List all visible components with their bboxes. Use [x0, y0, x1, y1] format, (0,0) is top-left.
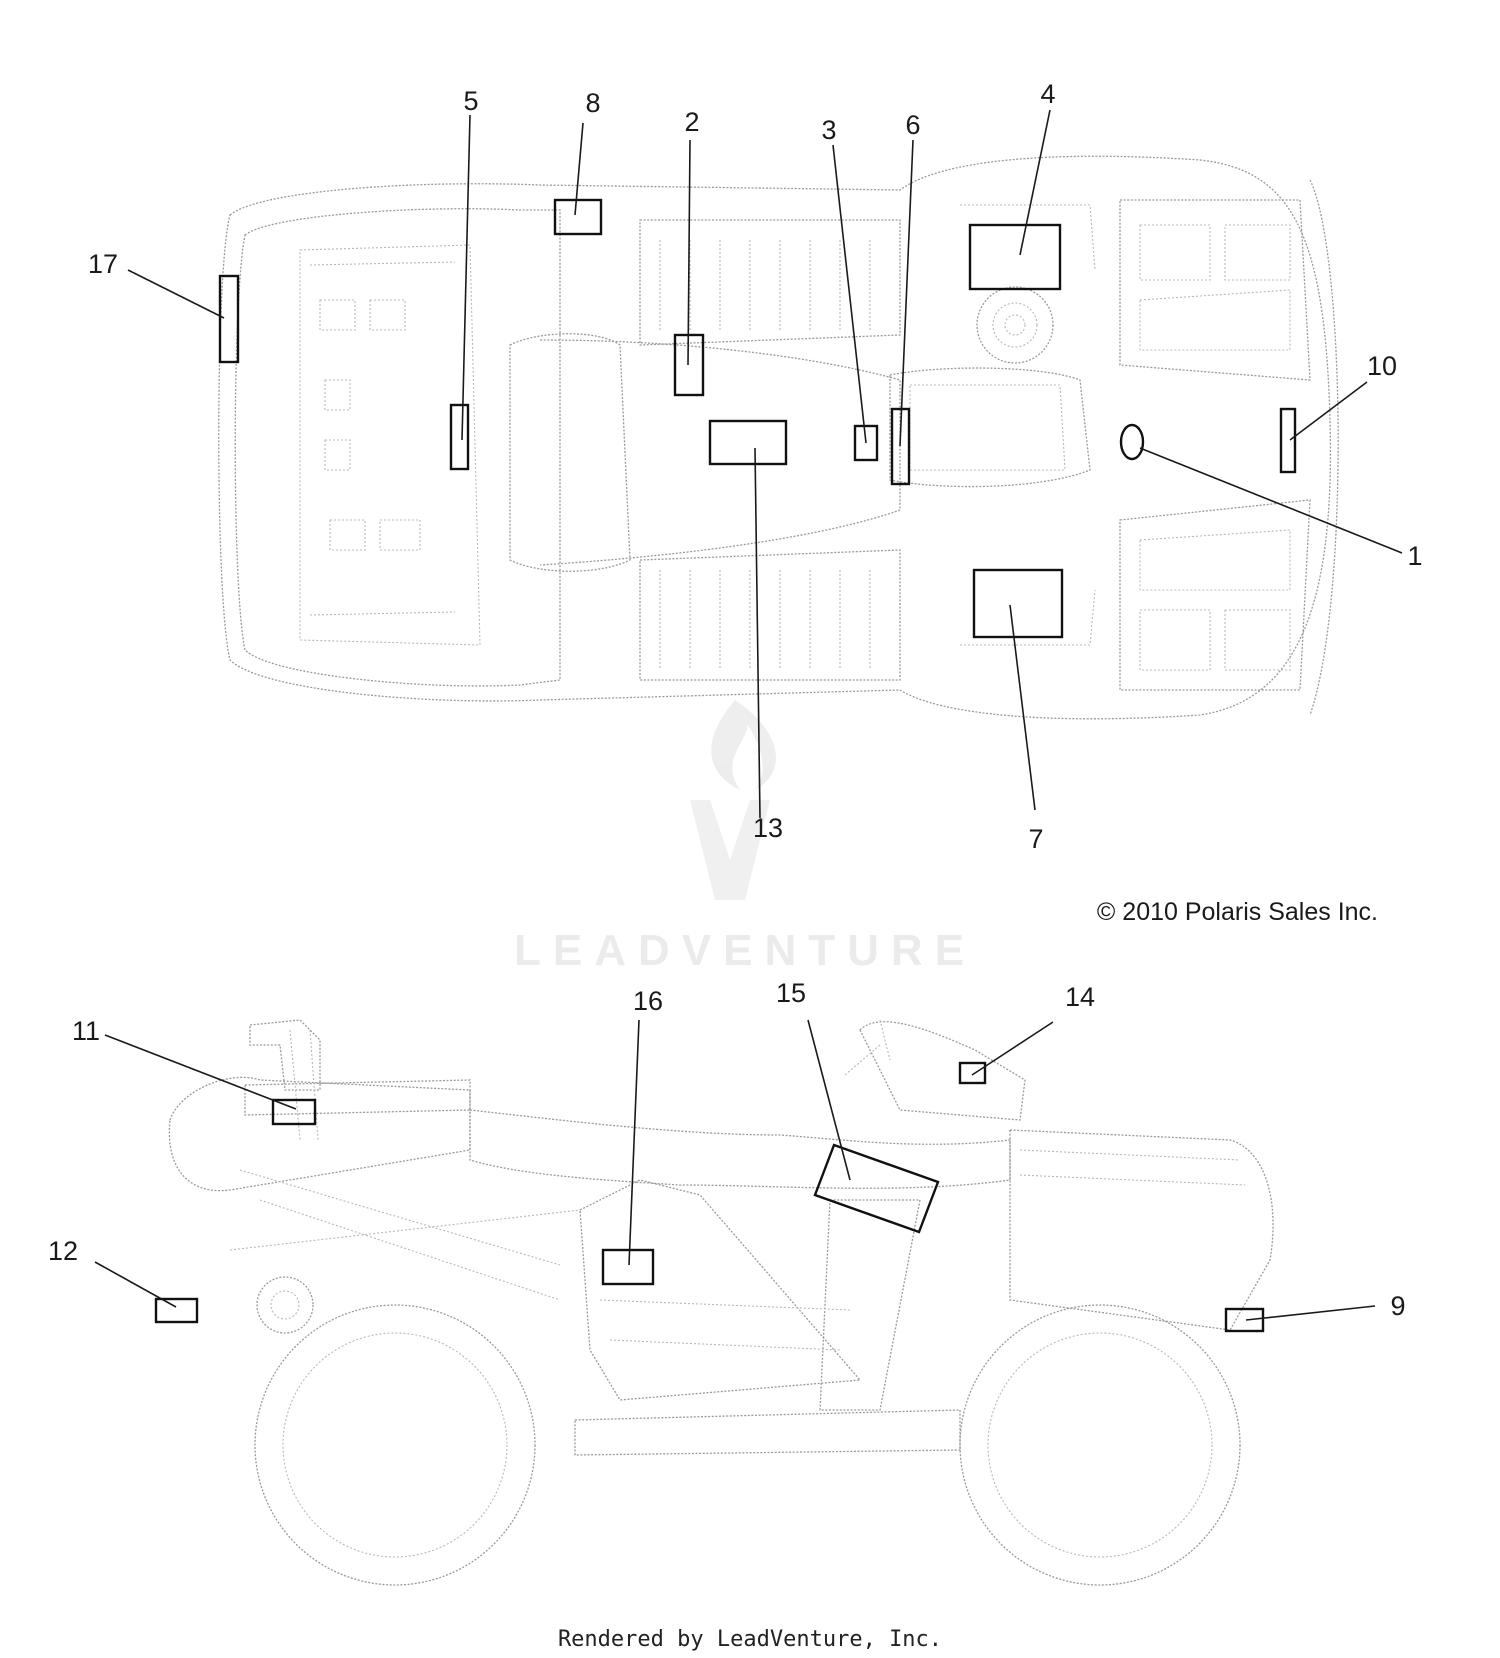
callout-6: 6	[905, 110, 920, 140]
callout-2: 2	[684, 107, 699, 137]
top-view-decals	[218, 198, 1297, 639]
callout-5: 5	[463, 86, 478, 116]
callout-7: 7	[1028, 824, 1043, 854]
decal-6	[890, 407, 911, 486]
decal-15	[813, 1143, 940, 1234]
callout-4: 4	[1040, 79, 1055, 109]
watermark-text: LEADVENTURE	[514, 926, 976, 975]
callout-13: 13	[753, 813, 783, 843]
callout-8: 8	[585, 88, 600, 118]
decal-9	[1224, 1307, 1265, 1333]
atv-top-view	[218, 155, 1339, 720]
decal-7	[972, 568, 1064, 639]
decal-5	[449, 403, 470, 471]
callout-12: 12	[48, 1236, 78, 1266]
top-view-callouts: 17 8 5 2 3 6 4 10 1 13 7	[88, 79, 1423, 854]
decal-3	[853, 424, 879, 462]
decal-1	[1119, 423, 1145, 461]
callout-11: 11	[72, 1016, 100, 1046]
copyright-notice: © 2010 Polaris Sales Inc.	[1097, 898, 1378, 926]
callout-15: 15	[776, 978, 806, 1008]
decal-11	[271, 1098, 317, 1126]
callout-1: 1	[1407, 541, 1422, 571]
decal-10	[1279, 407, 1297, 474]
callout-9: 9	[1390, 1291, 1405, 1321]
atv-side-view	[168, 1019, 1274, 1586]
side-view-decals	[154, 1061, 1265, 1333]
callout-16: 16	[633, 986, 663, 1016]
footer-credit: Rendered by LeadVenture, Inc.	[558, 1627, 942, 1652]
decal-16	[601, 1248, 655, 1286]
decal-4	[968, 223, 1062, 291]
side-view-callouts: 11 12 16 15 14 9	[48, 978, 1406, 1321]
decal-13	[708, 419, 788, 466]
decal-14	[958, 1061, 987, 1085]
decal-17	[218, 274, 240, 364]
side-view-leaders	[94, 1019, 1376, 1321]
leadventure-watermark: LEADVENTURE	[514, 700, 976, 975]
decal-12	[154, 1297, 199, 1324]
top-view-leaders	[127, 109, 1403, 819]
callout-14: 14	[1065, 982, 1095, 1012]
callout-10: 10	[1367, 351, 1397, 381]
callout-3: 3	[821, 115, 836, 145]
callout-17: 17	[88, 249, 118, 279]
decal-8	[553, 198, 603, 236]
